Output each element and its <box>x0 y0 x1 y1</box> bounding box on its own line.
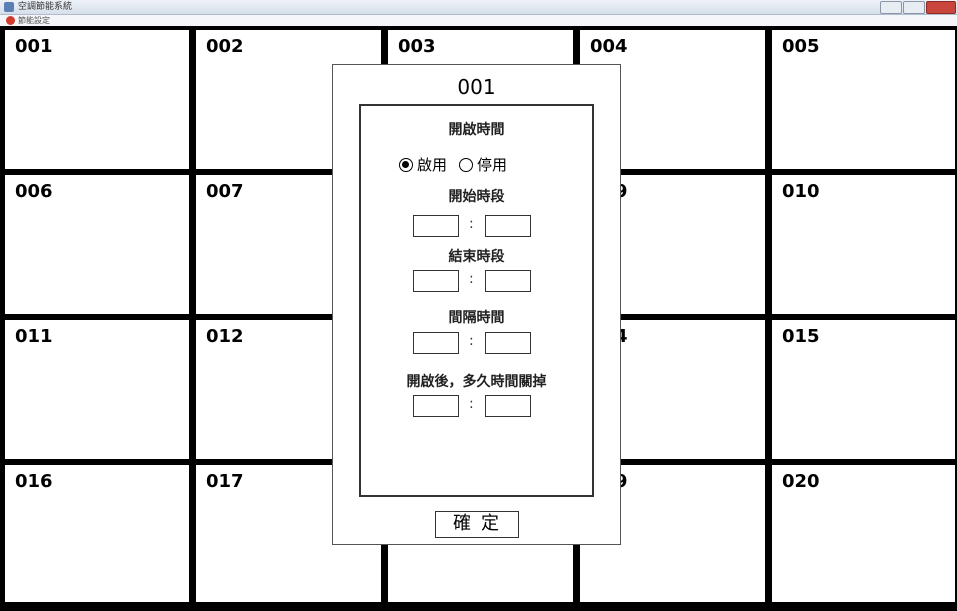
unit-cell[interactable]: 016 <box>3 463 189 602</box>
start-minute-input[interactable] <box>485 215 531 237</box>
title-bar: 空調節能系統 <box>0 0 957 15</box>
interval-colon: : <box>469 333 474 349</box>
enable-option[interactable]: 啟用 <box>399 154 447 175</box>
unit-label: 004 <box>590 36 628 57</box>
unit-label: 010 <box>782 181 820 202</box>
off-after-row: : <box>413 395 537 419</box>
close-button[interactable] <box>926 1 956 14</box>
open-time-heading: 開啟時間 <box>448 122 505 138</box>
grid-bottom-edge <box>0 604 957 611</box>
unit-label: 016 <box>15 471 53 492</box>
dialog-title: 001 <box>457 75 496 99</box>
settings-icon <box>6 16 15 25</box>
off-after-hour-input[interactable] <box>413 395 459 417</box>
interval-heading: 間隔時間 <box>448 310 505 326</box>
start-hour-input[interactable] <box>413 215 459 237</box>
unit-cell[interactable]: 015 <box>770 318 955 459</box>
unit-label: 005 <box>782 36 820 57</box>
menu-bar: 節能設定 <box>0 15 957 27</box>
enable-radio-group: 啟用 停用 <box>399 154 519 175</box>
interval-row: : <box>413 332 537 356</box>
end-colon: : <box>469 271 474 287</box>
app-icon <box>4 2 14 12</box>
unit-label: 001 <box>15 36 53 57</box>
unit-label: 011 <box>15 326 53 347</box>
unit-label: 006 <box>15 181 53 202</box>
unit-grid: 0010020030040050060070080090100110120130… <box>0 26 957 611</box>
menu-item-settings[interactable]: 節能設定 <box>18 16 50 25</box>
unit-label: 002 <box>206 36 244 57</box>
confirm-button[interactable]: 確定 <box>435 511 519 538</box>
off-after-minute-input[interactable] <box>485 395 531 417</box>
end-time-row: : <box>413 270 537 294</box>
unit-cell[interactable]: 001 <box>3 28 189 169</box>
enable-label: 啟用 <box>417 156 448 174</box>
settings-panel: 開啟時間 啟用 停用 開始時段 : 結束時段 : 間隔時間 : <box>359 104 594 497</box>
unit-cell[interactable]: 005 <box>770 28 955 169</box>
unit-cell[interactable]: 020 <box>770 463 955 602</box>
start-time-heading: 開始時段 <box>448 189 505 205</box>
unit-cell[interactable]: 010 <box>770 173 955 314</box>
disable-radio[interactable] <box>459 157 474 172</box>
unit-cell[interactable]: 011 <box>3 318 189 459</box>
unit-settings-dialog: 001 開啟時間 啟用 停用 開始時段 : 結束時段 : 間隔時間 <box>332 64 621 545</box>
interval-minute-input[interactable] <box>485 332 531 354</box>
interval-hour-input[interactable] <box>413 332 459 354</box>
unit-label: 015 <box>782 326 820 347</box>
unit-label: 007 <box>206 181 244 202</box>
end-minute-input[interactable] <box>485 270 531 292</box>
end-hour-input[interactable] <box>413 270 459 292</box>
minimize-button[interactable] <box>880 1 902 14</box>
start-time-row: : <box>413 215 537 239</box>
maximize-button[interactable] <box>903 1 925 14</box>
window-title: 空調節能系統 <box>18 2 73 12</box>
disable-option[interactable]: 停用 <box>459 154 507 175</box>
end-time-heading: 結束時段 <box>448 249 505 265</box>
unit-label: 012 <box>206 326 244 347</box>
enable-radio[interactable] <box>399 157 413 172</box>
disable-label: 停用 <box>477 156 508 174</box>
off-after-heading: 開啟後，多久時間關掉 <box>406 374 547 390</box>
unit-label: 017 <box>206 471 244 492</box>
unit-label: 020 <box>782 471 820 492</box>
unit-cell[interactable]: 006 <box>3 173 189 314</box>
off-after-colon: : <box>469 396 474 412</box>
unit-label: 003 <box>398 36 436 57</box>
start-colon: : <box>469 216 474 232</box>
